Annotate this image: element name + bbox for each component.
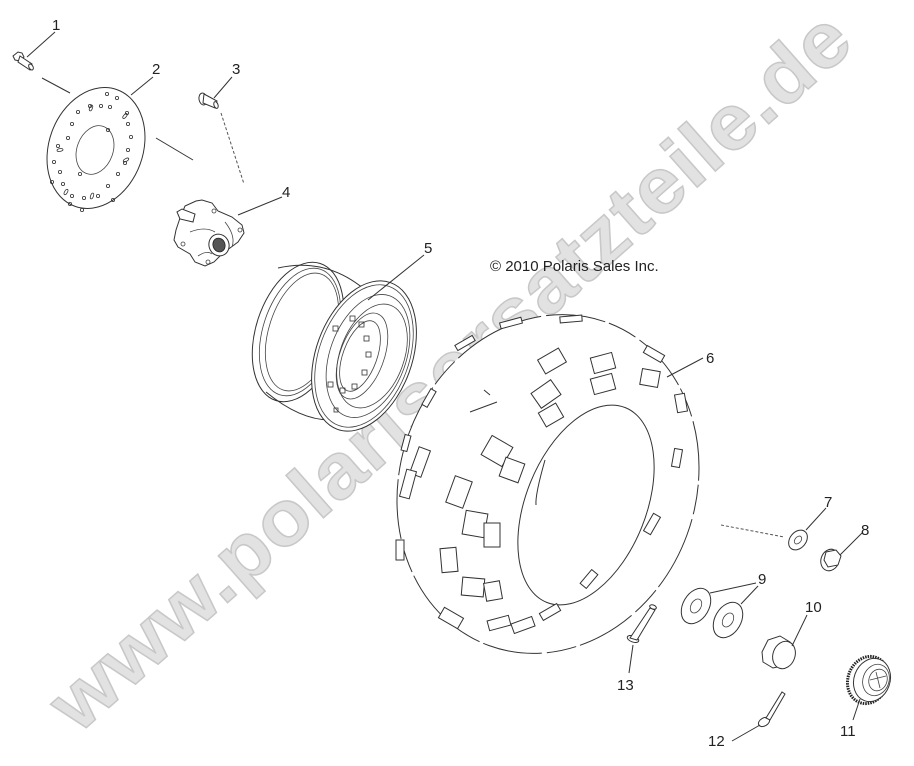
part-7-washer[interactable] [720, 507, 827, 554]
callout-4[interactable]: 4 [282, 184, 290, 201]
callout-13[interactable]: 13 [617, 677, 634, 694]
part-1-bolt[interactable] [12, 51, 71, 94]
part-3-bolt[interactable] [198, 92, 245, 185]
copyright-notice: © 2010 Polaris Sales Inc. [490, 258, 659, 275]
callout-8[interactable]: 8 [861, 522, 869, 539]
callout-10[interactable]: 10 [805, 599, 822, 616]
callout-9[interactable]: 9 [758, 571, 766, 588]
part-13-wheel-stud[interactable] [626, 604, 657, 674]
part-8-flange-nut[interactable] [818, 532, 863, 573]
callout-5[interactable]: 5 [424, 240, 432, 257]
part-11-hub-cap[interactable] [841, 651, 896, 721]
callout-3[interactable]: 3 [232, 61, 240, 78]
part-12-cotter-pin[interactable] [731, 691, 786, 742]
part-6-tire[interactable] [350, 272, 746, 696]
part-9-washers[interactable] [675, 582, 759, 643]
part-10-axle-nut[interactable] [761, 614, 808, 672]
part-2-brake-disc[interactable] [31, 74, 194, 223]
callout-12[interactable]: 12 [708, 733, 725, 750]
part-4-wheel-hub[interactable] [173, 199, 245, 267]
callout-1[interactable]: 1 [52, 17, 60, 34]
callout-6[interactable]: 6 [706, 350, 714, 367]
callout-labels: 1 2 3 4 5 6 7 8 9 10 11 12 13 [26, 17, 869, 750]
callout-11[interactable]: 11 [840, 723, 856, 740]
part-5-rim[interactable] [236, 251, 436, 446]
callout-7[interactable]: 7 [824, 494, 832, 511]
callout-2[interactable]: 2 [152, 61, 160, 78]
